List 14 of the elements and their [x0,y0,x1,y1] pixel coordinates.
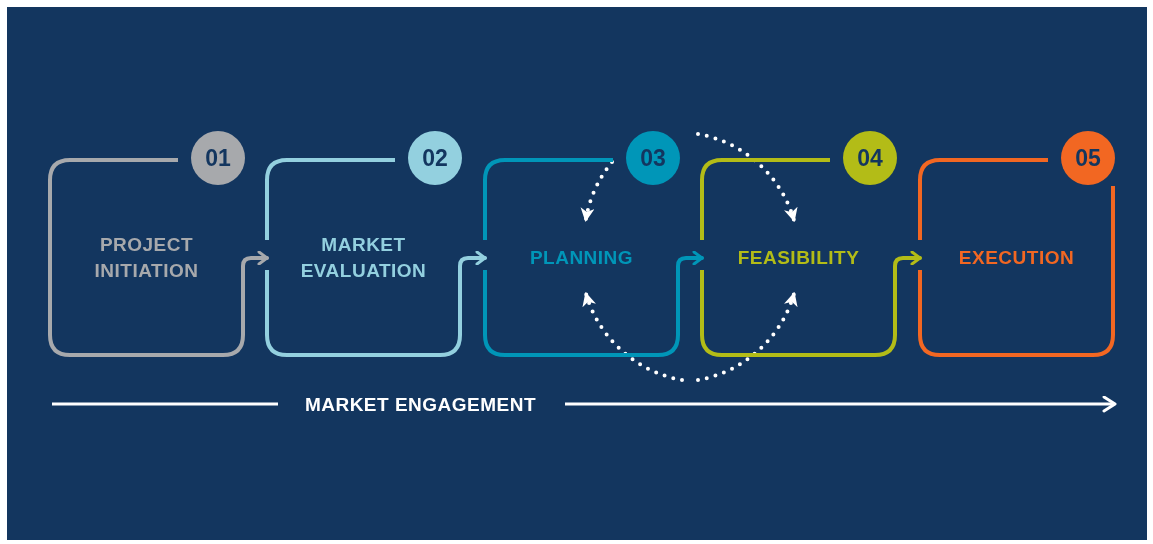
arrow [241,250,269,274]
arrow [676,250,704,274]
dotted-arrow [696,290,797,382]
dotted-arrow [696,132,797,224]
arrow [893,250,922,274]
step-title: MARKET EVALUATION [299,232,428,283]
step-title: PROJECT INITIATION [93,232,200,283]
step-title: EXECUTION [957,245,1076,270]
step-title: FEASIBILITY [736,245,861,270]
arrow [458,250,487,274]
dotted-arrow [583,290,684,382]
timeline-label: MARKET ENGAGEMENT [303,393,538,417]
step-title: PLANNING [528,245,635,270]
dotted-arrow [581,160,614,224]
